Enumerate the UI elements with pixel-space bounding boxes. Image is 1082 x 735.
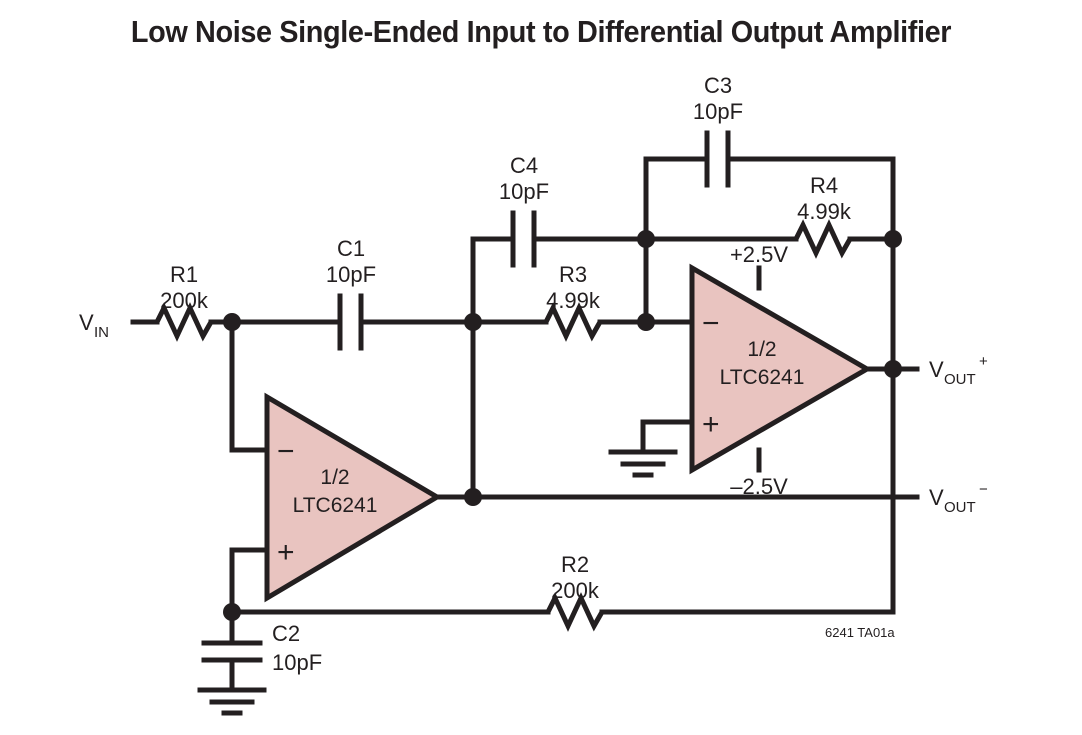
label-c4-ref: C4: [510, 153, 538, 178]
label-r1-value: 200k: [160, 288, 209, 313]
label-r2-value: 200k: [551, 578, 600, 603]
opamp-u1a-body: [264, 392, 442, 603]
label-c4-value: 10pF: [499, 179, 549, 204]
port-voutpos-subscript: OUT: [944, 371, 976, 388]
opamp-u1b-inverting-sign: −: [702, 307, 720, 340]
wire-nodef-to-c3: [643, 156, 710, 242]
opamp-u1b-line1: 1/2: [747, 338, 776, 361]
port-label-voutpos: V OUT +: [929, 353, 988, 388]
opamp-u1a[interactable]: − + 1/2 LTC6241: [264, 392, 442, 603]
wire-u1a-noninv-to-noded: [229, 547, 270, 615]
junction-dot-feedback-bottom: [223, 603, 241, 621]
opamp-u1b[interactable]: − + 1/2 LTC6241: [689, 263, 873, 475]
label-c2-ref: C2: [272, 621, 300, 646]
label-r2-ref: R2: [561, 552, 589, 577]
junction-dot-summing-node: [464, 313, 482, 331]
label-c3-ref: C3: [704, 73, 732, 98]
resistor-r3-symbol: [543, 302, 603, 342]
port-voutpos-superscript: +: [979, 353, 988, 370]
label-c1: C1 10pF: [326, 236, 376, 287]
label-c1-value: 10pF: [326, 262, 376, 287]
page-title: Low Noise Single-Ended Input to Differen…: [130, 14, 952, 49]
label-c3: C3 10pF: [693, 73, 743, 124]
port-voutneg-superscript: −: [979, 481, 988, 498]
wire-u1b-noninv-to-ground: [640, 419, 695, 455]
junction-dot-right-rail-top: [884, 230, 902, 248]
label-r4-ref: R4: [810, 173, 838, 198]
resistor-r4-symbol: [793, 219, 853, 259]
label-c2-value: 10pF: [272, 650, 322, 675]
junction-dot-input-node: [223, 313, 241, 331]
label-r1: R1 200k: [160, 262, 209, 313]
port-label-voutneg: V OUT −: [929, 481, 988, 516]
opamp-u1b-noninverting-sign: +: [702, 408, 720, 441]
label-r1-ref: R1: [170, 262, 198, 287]
opamp-u1a-line1: 1/2: [320, 466, 349, 489]
label-u1b-positive-supply: +2.5V: [730, 242, 788, 267]
label-u1b-negative-supply: –2.5V: [730, 474, 788, 499]
label-r3-value: 4.99k: [546, 288, 601, 313]
label-r3-ref: R3: [559, 262, 587, 287]
label-r4: R4 4.99k: [797, 173, 852, 224]
label-c3-value: 10pF: [693, 99, 743, 124]
label-c4: C4 10pF: [499, 153, 549, 204]
port-vin-subscript: IN: [94, 324, 109, 341]
opamp-u1a-inverting-sign: −: [277, 435, 295, 468]
ground-symbol-u1b-noninv: [608, 449, 678, 478]
port-voutneg-base: V: [929, 485, 944, 510]
label-r4-value: 4.99k: [797, 199, 852, 224]
port-voutpos-base: V: [929, 357, 944, 382]
figure-caption: 6241 TA01a: [825, 625, 895, 640]
port-label-vin: V IN: [79, 310, 109, 341]
label-r3: R3 4.99k: [546, 262, 601, 313]
opamp-u1b-body: [689, 263, 873, 475]
junction-dot-u1a-output: [464, 488, 482, 506]
junction-dot-feedback-top: [637, 230, 655, 248]
opamp-u1a-line2: LTC6241: [293, 494, 378, 517]
opamp-u1b-line2: LTC6241: [720, 366, 805, 389]
label-r2: R2 200k: [551, 552, 600, 603]
junction-dot-u1b-inverting: [637, 313, 655, 331]
junction-dot-voutpos: [884, 360, 902, 378]
label-c1-ref: C1: [337, 236, 365, 261]
ground-symbol-c2: [197, 687, 267, 716]
port-vin-base: V: [79, 310, 94, 335]
wire-nodeb-to-c4: [470, 236, 516, 325]
port-voutneg-subscript: OUT: [944, 499, 976, 516]
opamp-u1a-noninverting-sign: +: [277, 536, 295, 569]
resistor-r2-symbol: [545, 592, 605, 632]
wire-nodea-to-u1a-inv: [229, 319, 270, 453]
label-c2: C2 10pF: [272, 621, 322, 675]
resistor-r1-symbol: [154, 302, 214, 342]
